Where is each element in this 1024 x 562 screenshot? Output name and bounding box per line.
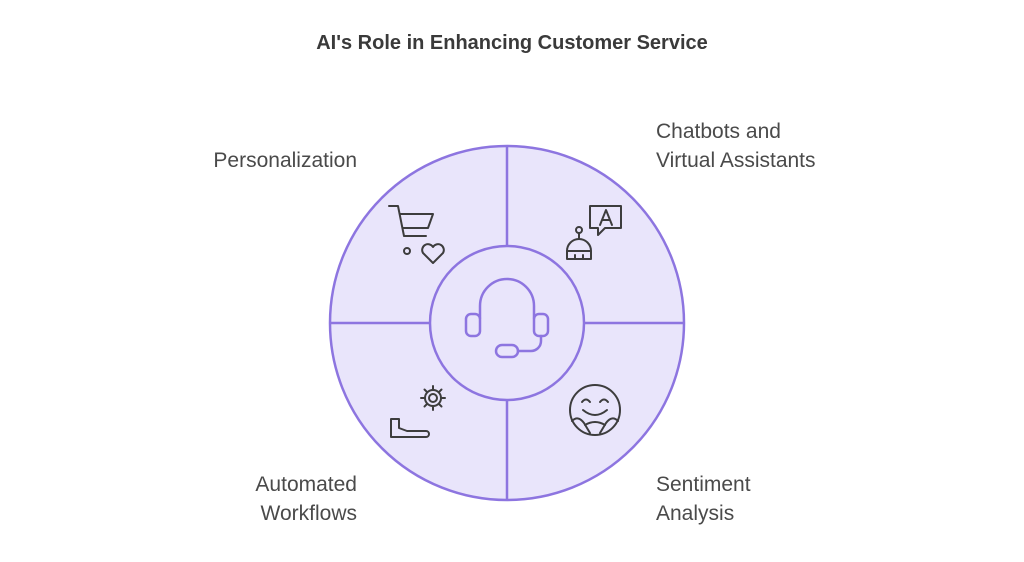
segment-label-chatbots: Chatbots and Virtual Assistants — [656, 117, 816, 175]
center-hub — [428, 244, 586, 402]
segment-label-line: Analysis — [656, 502, 735, 525]
diagram-title: AI's Role in Enhancing Customer Service — [316, 32, 708, 54]
segment-label-line: Workflows — [260, 502, 357, 525]
cart-heart-icon — [388, 205, 445, 264]
segment-label-sentiment: Sentiment Analysis — [656, 470, 751, 528]
segment-label-line: Virtual Assistants — [656, 149, 816, 172]
segment-label-workflows: Automated Workflows — [255, 470, 357, 528]
headset-icon — [464, 277, 550, 359]
segment-label-line: Sentiment — [656, 473, 751, 496]
segment-label-line: Chatbots and — [656, 120, 781, 143]
workflow-icon — [390, 385, 446, 438]
hugging-face-icon — [569, 384, 621, 436]
segment-label-line: Automated — [255, 473, 357, 496]
segment-label-personalization: Personalization — [213, 146, 357, 175]
chatbot-icon — [566, 205, 622, 260]
segment-label-line: Personalization — [213, 149, 357, 172]
